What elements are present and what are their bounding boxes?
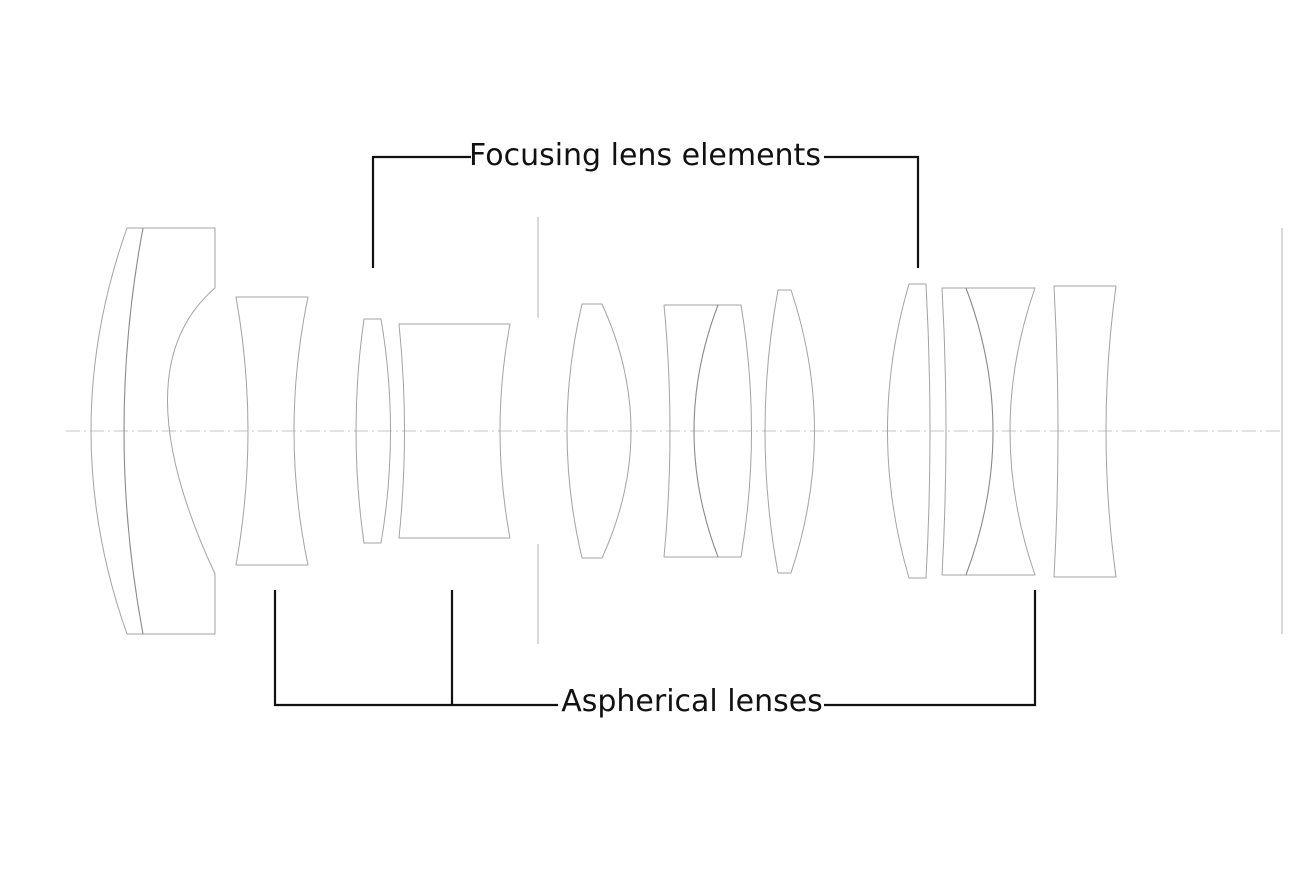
lens-element-7 <box>764 289 815 574</box>
focusing-bracket <box>371 155 920 268</box>
aspherical-label: Aspherical lenses <box>561 684 823 719</box>
lens-element-5 <box>566 303 632 559</box>
lens-element-6 <box>663 304 752 558</box>
aspherical-bracket <box>273 590 1037 707</box>
lens-element-3 <box>355 318 391 544</box>
focusing-label: Focusing lens elements <box>469 138 821 173</box>
lens-element-2 <box>235 296 309 566</box>
lens-element-8 <box>887 283 931 579</box>
lens-element-9 <box>941 287 1036 576</box>
lens-element-10 <box>1053 285 1117 578</box>
lens-element-4 <box>398 323 511 539</box>
lens-element-1 <box>90 227 216 635</box>
